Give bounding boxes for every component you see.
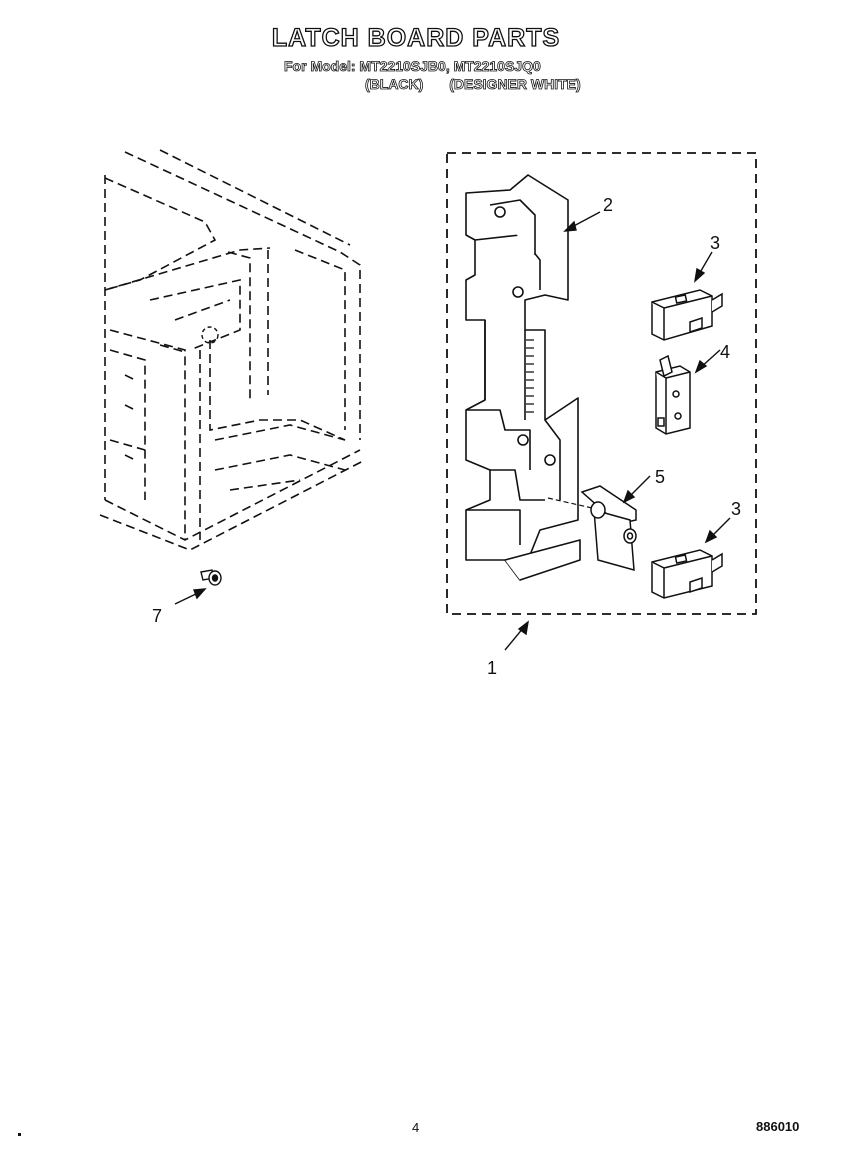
model-variants: (BLACK) (DESIGNER WHITE) <box>365 76 603 93</box>
latch-rack-teeth <box>526 339 534 413</box>
leader-arrows <box>174 211 731 651</box>
switch-part-4 <box>655 354 691 435</box>
corner-mark <box>18 1133 21 1136</box>
latch-board-kit-box <box>446 152 757 615</box>
lever-part-5 <box>580 485 637 572</box>
model-numbers: For Model: MT2210SJB0, MT2210SJQ0 <box>284 58 542 75</box>
callout-3-lower: 3 <box>731 499 741 519</box>
callout-1: 1 <box>487 658 497 678</box>
latch-board-part-2 <box>465 174 581 581</box>
variant-designer-white: (DESIGNER WHITE) <box>449 76 581 93</box>
callout-3-upper: 3 <box>710 233 720 253</box>
callout-7: 7 <box>152 606 162 626</box>
microwave-cavity-outline <box>99 149 366 551</box>
switch-part-3-lower <box>651 549 723 599</box>
callout-5: 5 <box>655 467 665 487</box>
switch-part-3-upper <box>651 289 723 341</box>
document-number: 886010 <box>756 1119 800 1134</box>
variant-black: (BLACK) <box>365 76 424 93</box>
cavity-mount-hole <box>201 326 219 344</box>
page-title: LATCH BOARD PARTS <box>271 23 561 52</box>
callout-4: 4 <box>720 342 730 362</box>
page-number: 4 <box>412 1120 420 1135</box>
callout-2: 2 <box>603 195 613 215</box>
screw-part-7 <box>200 569 222 586</box>
